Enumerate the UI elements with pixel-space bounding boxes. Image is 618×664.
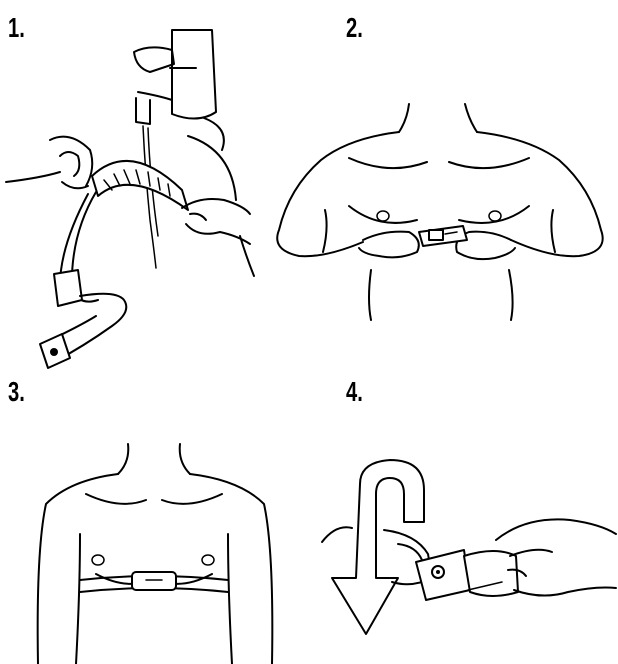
left-hand [6, 137, 92, 189]
step-2-illustration [259, 80, 618, 330]
step-4-number: 4. [346, 378, 363, 406]
water-stream [143, 126, 158, 268]
step-4-illustration [320, 450, 618, 650]
step-3-number: 3. [8, 378, 25, 406]
torso-outline [188, 136, 254, 276]
male-torso [38, 444, 273, 664]
hands-with-transmitter [359, 226, 515, 259]
chest-strap [40, 161, 188, 368]
step-3-illustration [0, 430, 309, 664]
step-2-number: 2. [346, 14, 363, 42]
chest-strap [80, 572, 228, 592]
male-torso [277, 104, 602, 320]
transmitter [416, 550, 518, 600]
